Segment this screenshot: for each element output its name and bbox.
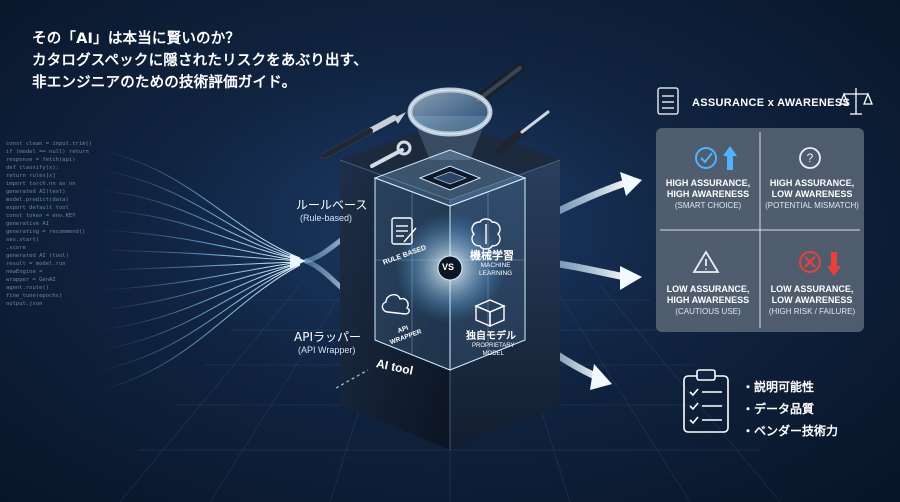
dashed-link — [335, 369, 369, 389]
scale-icon — [839, 88, 873, 115]
code-line: import torch.nn as nn — [6, 181, 76, 187]
q2-line1: HIGH ASSURANCE, — [769, 178, 855, 188]
ml-face-label-en: MACHINE LEARNING — [479, 262, 512, 278]
wrench-icon — [370, 140, 412, 168]
code-line: ses.start( — [6, 237, 40, 243]
code-line: const clean = input.trim() — [6, 141, 93, 147]
code-line: result = model.run — [6, 261, 66, 267]
x-circle-icon — [799, 251, 821, 273]
screwdriver-icon — [496, 110, 550, 154]
rule-based-label-jp: ルールベース — [296, 198, 368, 212]
q4-sub: (HIGH RISK / FAILURE) — [768, 307, 856, 316]
input-arrow — [290, 254, 306, 268]
q4-line1: LOW ASSURANCE, — [770, 284, 854, 294]
code-snippets: const clean = input.trim() if (model == n… — [6, 140, 116, 308]
rule-based-label-en: (Rule-based) — [300, 213, 353, 223]
code-line: const token = env.KEY — [6, 213, 76, 219]
q2-line2: LOW AWARENESS — [771, 189, 853, 199]
title-line-3: 非エンジニアのための技術評価ガイド。 — [32, 75, 297, 91]
cube-model-icon — [474, 299, 506, 328]
question-icon: ? — [799, 147, 821, 169]
proprietary-face-label-en: PROPRIETARY MODEL — [472, 342, 514, 358]
code-line: agent.route() — [6, 285, 50, 291]
brain-icon — [471, 218, 501, 250]
code-line: generating = recommend() — [6, 229, 86, 235]
code-line: fine_tune(epochs) — [6, 293, 63, 299]
code-line: newEngine = — [6, 269, 43, 275]
arrow-up-icon — [723, 146, 737, 170]
checklist-item-explainability: 説明可能性 — [742, 376, 838, 398]
assurance-awareness-panel — [656, 128, 864, 332]
output-arrowheads — [590, 172, 642, 390]
code-line: wrapper = GenAI — [6, 277, 56, 283]
warning-icon — [692, 250, 720, 273]
code-line: export default tool — [6, 205, 69, 211]
quadrant-high-low: HIGH ASSURANCE, LOW AWARENESS (POTENTIAL… — [762, 178, 862, 211]
q1-sub: (SMART CHOICE) — [674, 201, 742, 210]
quadrant-low-high: LOW ASSURANCE, HIGH AWARENESS (CAUTIOUS … — [658, 284, 758, 317]
arrow-down-icon — [827, 252, 841, 276]
api-wrapper-label-jp: APIラッパー — [294, 330, 361, 344]
code-line: response = fetch(api) — [6, 157, 76, 163]
ml-en-line-2: LEARNING — [479, 270, 513, 277]
pen-icon — [321, 112, 406, 159]
cloud-api-icon — [381, 294, 410, 315]
ml-face-label-jp: 機械学習 — [470, 249, 514, 262]
prop-en-line-1: PROPRIETARY — [472, 343, 515, 349]
code-line: generative AI — [6, 221, 50, 227]
title-line-1: その「AI」は本当に賢いのか？ — [32, 31, 241, 47]
checklist-clipboard-icon — [683, 369, 729, 433]
code-line: if (model == null) return — [6, 149, 89, 155]
q3-line1: LOW ASSURANCE, — [666, 284, 750, 294]
prop-en-line-2: MODEL — [482, 351, 504, 357]
q1-line2: HIGH AWARENESS — [666, 189, 750, 199]
title-line-2: カタログスペックに隠されたリスクをあぶり出す、 — [32, 53, 368, 69]
title-block: その「AI」は本当に賢いのか？ カタログスペックに隠されたリスクをあぶり出す、 … — [32, 28, 412, 94]
code-line: return rules[x] — [6, 173, 56, 179]
svg-text:?: ? — [807, 151, 814, 165]
api-wrapper-label-en: (API Wrapper) — [298, 345, 356, 355]
q3-sub: (CAUTIOUS USE) — [675, 307, 741, 316]
chip-icon — [418, 165, 482, 191]
vs-badge — [437, 255, 463, 281]
clipboard-small-icon — [657, 87, 679, 115]
magnifier-icon — [407, 63, 525, 160]
input-data-streams — [99, 149, 301, 391]
check-icon — [695, 147, 717, 169]
panel-title: ASSURANCE x AWARENESS — [692, 97, 851, 109]
code-line: .score — [6, 245, 26, 251]
checklist-item-data-quality: データ品質 — [742, 398, 838, 420]
vs-label: VS — [442, 262, 455, 272]
code-line: generated AI(text) — [6, 189, 66, 195]
document-pen-icon — [391, 217, 417, 245]
code-line: output.json — [6, 301, 43, 307]
q3-line2: HIGH AWARENESS — [666, 295, 750, 305]
code-line: generated AI (tool) — [6, 253, 69, 259]
q2-sub: (POTENTIAL MISMATCH) — [765, 201, 859, 210]
evaluation-checklist: 説明可能性 データ品質 ベンダー技術力 — [742, 376, 838, 442]
ml-en-line-1: MACHINE — [480, 262, 511, 269]
proprietary-face-label-jp: 独自モデル — [466, 331, 516, 342]
quadrant-high-high: HIGH ASSURANCE, HIGH AWARENESS (SMART CH… — [658, 178, 758, 211]
code-line: def classify(x): — [6, 165, 59, 171]
q4-line2: LOW AWARENESS — [771, 295, 853, 305]
quadrant-low-low: LOW ASSURANCE, LOW AWARENESS (HIGH RISK … — [762, 284, 862, 317]
code-line: model.predict(data) — [6, 197, 69, 203]
checklist-item-vendor-skill: ベンダー技術力 — [742, 420, 838, 442]
q1-line1: HIGH ASSURANCE, — [665, 178, 751, 188]
